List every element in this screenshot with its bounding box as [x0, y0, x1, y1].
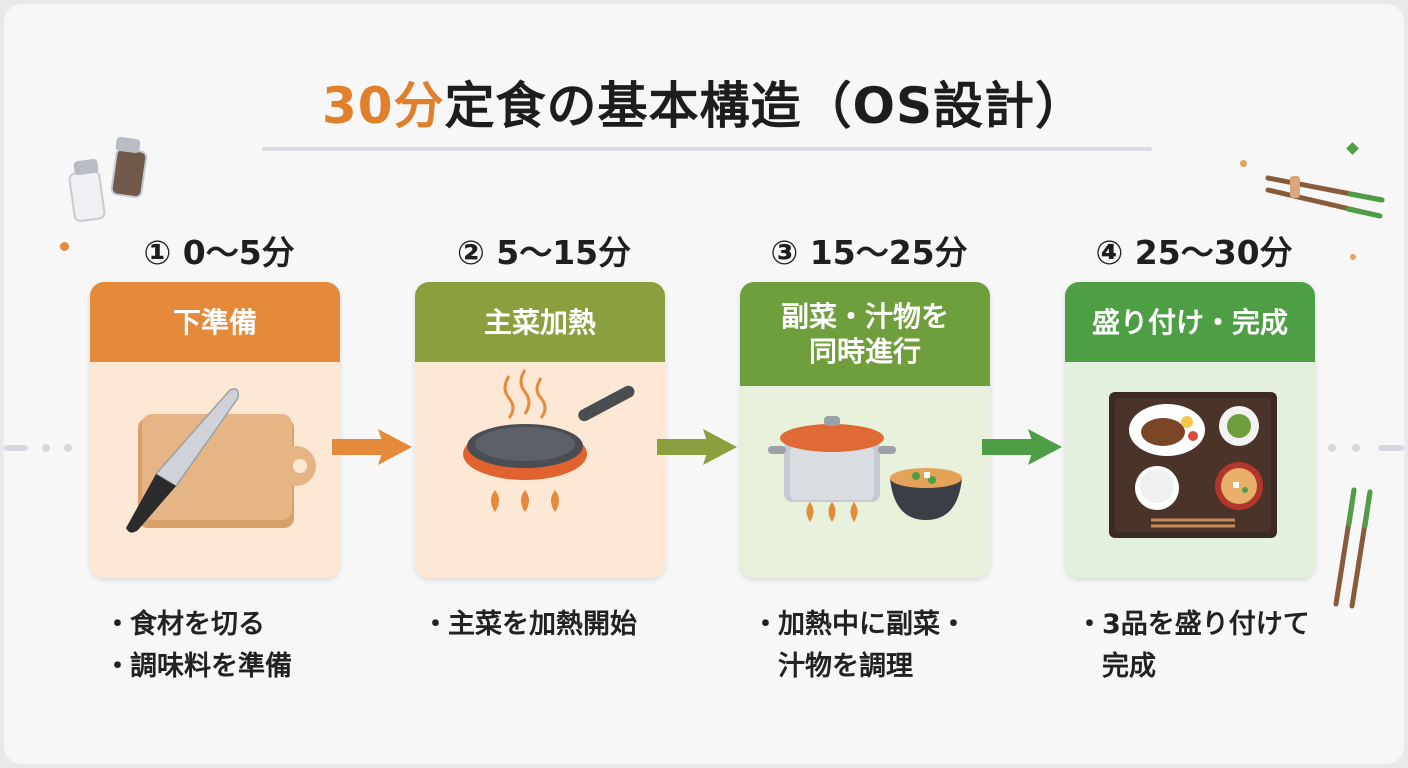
step-4-body: [1065, 362, 1315, 578]
step-2-header: 主菜加熱: [415, 282, 665, 362]
step-3-title-line-1: 副菜・汁物を: [780, 300, 949, 333]
list-item: 汁物を調理: [778, 650, 913, 682]
list-item: 完成: [1102, 650, 1156, 682]
confetti-dot: [60, 242, 69, 251]
arrow-right-icon: [332, 429, 412, 465]
infographic-canvas: 30分定食の基本構造（OS設計） ① 0〜5分 ② 5〜15分 ③ 15〜25分…: [4, 4, 1404, 764]
step-2-time: ② 5〜15分: [456, 233, 632, 272]
step-2-body: [415, 362, 665, 578]
confetti-dot: [1240, 160, 1247, 167]
step-3-notes: ・加熱中に副菜・ 汁物を調理: [752, 604, 1002, 688]
salt-pepper-shakers-icon: [68, 136, 148, 223]
step-1-body: [90, 362, 340, 578]
step-1-header: 下準備: [90, 282, 340, 362]
list-item: ・3品を盛り付けて: [1076, 609, 1310, 640]
step-3-header: 副菜・汁物を 同時進行: [740, 282, 990, 386]
step-3-time: ③ 15〜25分: [770, 233, 968, 272]
list-item: ・加熱中に副菜・: [752, 609, 967, 640]
step-1-title: 下準備: [172, 305, 257, 339]
title-underline: [262, 147, 1152, 151]
step-2-notes: ・主菜を加熱開始: [422, 604, 682, 646]
step-4-header: 盛り付け・完成: [1065, 282, 1315, 362]
step-1-time: ① 0〜5分: [143, 233, 295, 272]
step-4-notes: ・3品を盛り付けて 完成: [1076, 604, 1326, 688]
step-4-card: 盛り付け・完成: [1065, 282, 1315, 578]
title-accent: 30分: [321, 77, 445, 135]
list-item: ・調味料を準備: [104, 650, 292, 682]
step-3-card: 副菜・汁物を 同時進行: [740, 282, 990, 578]
title-text: 定食の基本構造（OS設計）: [444, 77, 1087, 135]
step-4-time: ④ 25〜30分: [1095, 233, 1293, 272]
step-3-body: [740, 386, 990, 578]
list-item: ・主菜を加熱開始: [422, 609, 637, 640]
pot-soup-flame-icon: [768, 416, 962, 522]
page-title: 30分定食の基本構造（OS設計）: [4, 66, 1404, 138]
step-1-notes: ・食材を切る ・調味料を準備: [104, 604, 364, 688]
cutting-board-knife-icon: [126, 388, 316, 533]
arrow-right-icon: [657, 429, 737, 465]
confetti-diamond: [1346, 142, 1359, 155]
list-item: ・食材を切る: [104, 609, 265, 640]
step-2-card: 主菜加熱: [415, 282, 665, 578]
timeline-dashes-left: [4, 444, 72, 452]
arrow-right-icon: [982, 429, 1062, 465]
confetti-dot: [1350, 254, 1356, 260]
step-4-title: 盛り付け・完成: [1091, 305, 1288, 339]
step-2-title: 主菜加熱: [483, 305, 596, 339]
frying-pan-flame-icon: [463, 369, 635, 512]
set-meal-tray-icon: [1109, 392, 1277, 538]
chopsticks-icon: [1333, 487, 1373, 609]
chopsticks-icon: [1265, 175, 1385, 219]
step-1-card: 下準備: [90, 282, 340, 578]
timeline-dashes-right: [1328, 444, 1404, 452]
step-3-title-line-2: 同時進行: [808, 335, 921, 368]
